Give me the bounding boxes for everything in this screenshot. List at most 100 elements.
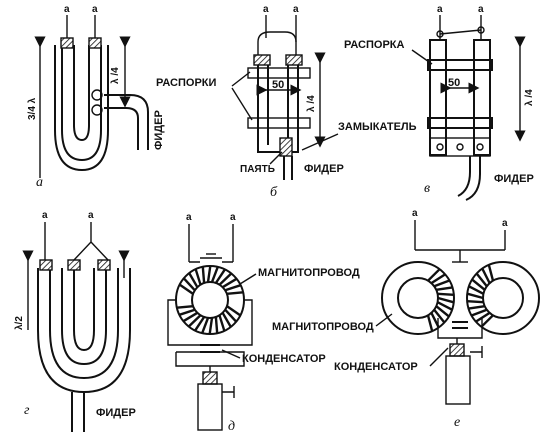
jumper-wire [439,29,482,35]
terminal-a-left: a [64,4,70,15]
winding-turn [468,285,484,295]
winding-turn [218,272,233,286]
capacitor-wire [437,328,483,339]
caption-c: в [424,181,430,196]
shorting-label: ЗАМЫКАТЕЛЬ [338,121,417,133]
terminal-a-left: a [437,4,443,15]
panel-c: a a 50 РАСПОРКА λ /4 ФИДЕР в [344,4,535,201]
feeder-label: ФИДЕР [494,173,534,185]
insulator [253,54,271,66]
winding-turn [208,317,214,335]
winding-turn [221,312,232,328]
leader [231,71,251,87]
winding-turn [435,305,450,318]
winding-turn [218,314,226,332]
insulator [39,259,53,271]
terminal-a-left: a [186,212,192,223]
clamp [476,143,484,151]
toroid-winding [176,265,244,335]
winding-turn [467,300,484,304]
feeder-label: ФИДЕР [304,163,344,175]
feeder-cable [445,355,471,405]
winding-turn [487,264,495,281]
winding-turn [481,268,491,284]
winding-turn [430,273,446,285]
leader [375,313,393,327]
winding-turn [226,305,242,317]
winding-turn [188,272,199,288]
caption-a: а [36,175,43,190]
leader [231,87,253,121]
tap-clamp [91,104,103,116]
u-loop-outer [54,45,109,172]
winding-turn [480,314,494,328]
spacing-value: 50 [448,77,460,89]
clamp [477,26,485,34]
feeder-label: ФИДЕР [96,407,136,419]
caption-d: г [24,403,30,418]
winding-turn [427,268,441,282]
insulator [60,37,74,49]
u-loop [61,268,107,366]
dim-half-lambda: λ/2 [14,316,25,330]
winding-turn [466,292,484,300]
spacer-bar [427,59,493,71]
caption-e: д [228,419,235,434]
winding-turn [182,277,196,292]
winding-turn [194,268,202,286]
winding-turn [210,266,219,283]
spacers-label: РАСПОРКИ [156,77,216,89]
terminal-a-right: a [502,218,508,229]
winding-turn [475,272,488,287]
winding-turn [468,304,485,310]
insulator [285,54,303,66]
terminal-a-right: a [88,210,94,221]
dim-quarter-lambda: λ /4 [306,95,317,112]
terminal-a-right: a [293,4,299,15]
tap-clamp [91,89,103,101]
capacitor-wire [175,351,245,367]
winding-turn [201,266,206,284]
winding-turn [214,268,226,284]
u-loop-inner [73,268,95,352]
winding-turn [201,317,210,334]
u-loop-inner [61,45,102,162]
winding-turn [187,314,202,328]
toroid-winding [466,264,495,328]
winding-turn [436,286,453,292]
u-loop-outer [37,268,131,394]
winding-turn [224,284,241,292]
dim-three-quarter-lambda: 3/4 λ [27,97,38,120]
spacing-value: 50 [272,79,284,91]
spacer-bar [247,117,311,129]
panel-d: a a λ/2 г ФИДЕР [14,210,136,432]
core-label: МАГНИТОПРОВОД [258,267,360,279]
winding-turn [224,308,238,323]
spacer-label: РАСПОРКА [344,39,404,51]
connector [449,343,465,357]
u-loop-core [73,45,90,142]
winding-turn [433,309,446,324]
winding-turn [433,279,450,288]
loop-wire [437,318,483,328]
feeder-cable [197,383,223,431]
caption-f: е [454,415,460,430]
feed-block [429,137,491,157]
winding-turn [437,296,455,304]
rod [473,39,491,156]
toroid-inner [191,281,229,319]
winding-turn [437,301,453,311]
winding-turn [214,316,219,334]
toroid-winding [426,268,455,332]
u-loop [49,268,119,380]
dim-quarter-lambda: λ /4 [110,67,121,84]
feeder-cable [465,156,481,201]
leader [411,49,433,65]
leader [429,347,449,367]
winding-turn [471,278,486,291]
leader [239,273,257,285]
toroid-left-outer [381,261,455,335]
rod [429,39,447,156]
clamp [436,143,444,151]
